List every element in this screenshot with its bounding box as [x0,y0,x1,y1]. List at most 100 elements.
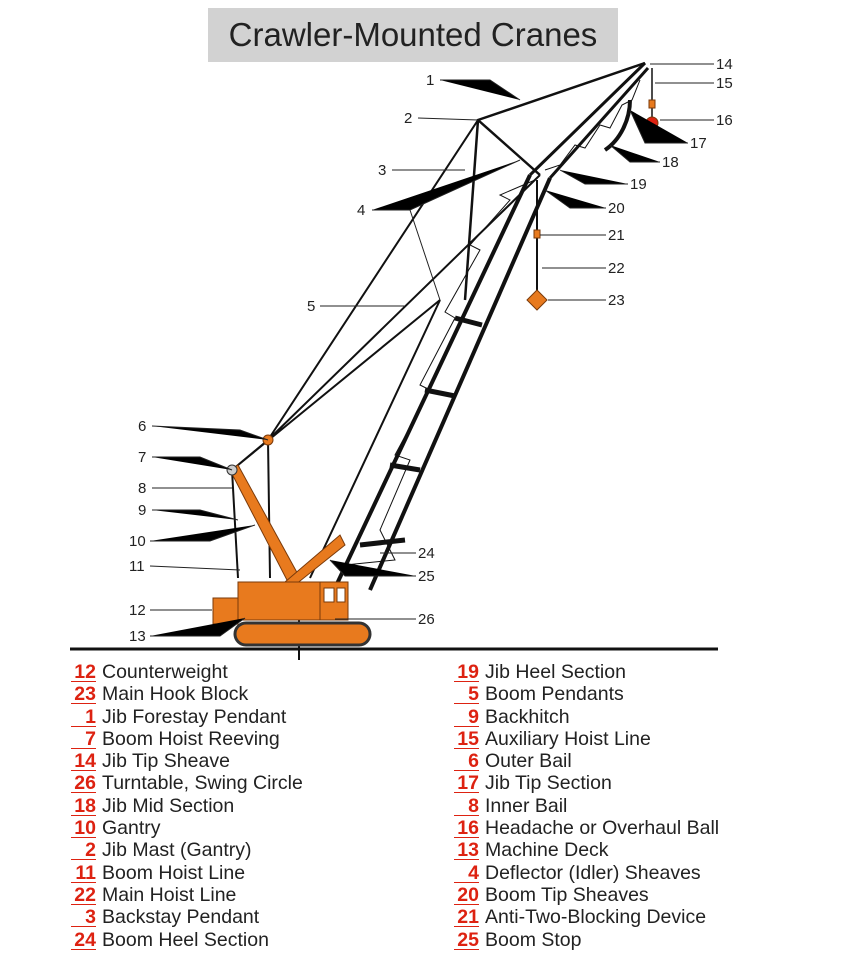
gantry [229,464,301,583]
legend-number: 21 [454,908,479,928]
legend-number: 10 [71,818,96,839]
legend-item: 16 Headache or Overhaul Ball [454,817,719,839]
legend-number: 3 [71,908,96,928]
legend-item: 19 Jib Heel Section [454,661,719,683]
legend-number: 9 [454,707,479,727]
legend-number: 26 [71,774,96,794]
legend-number: 22 [71,885,96,905]
legend-number: 17 [454,774,479,794]
legend-number: 23 [71,685,96,705]
legend-label: Jib Mid Section [102,794,235,817]
legend-item: 1 Jib Forestay Pendant [71,706,303,728]
legend-item: 8 Inner Bail [454,795,719,817]
callout-13: 13 [129,628,146,645]
callout-1: 1 [426,72,434,89]
legend-label: Inner Bail [485,794,568,817]
callout-12: 12 [129,602,146,619]
legend-item: 18 Jib Mid Section [71,795,303,817]
legend-number: 19 [454,662,479,682]
legend-item: 13 Machine Deck [454,839,719,861]
legend-label: Jib Tip Sheave [102,750,230,773]
legend-label: Jib Heel Section [485,661,626,683]
legend-label: Backstay Pendant [102,906,260,929]
crane-illustration: 1 2 3 4 5 6 7 8 9 10 11 12 13 14 15 16 1… [70,56,733,660]
callout-15: 15 [716,75,733,92]
legend-number: 2 [71,841,96,861]
legend-number: 14 [71,751,96,772]
callout-26: 26 [418,611,435,628]
legend-number: 8 [454,796,479,816]
callout-5: 5 [307,298,315,315]
legend-label: Deflector (Idler) Sheaves [485,861,701,884]
callout-10: 10 [129,533,146,550]
legend-item: 10 Gantry [71,817,303,839]
legend-number: 6 [454,751,479,772]
callout-3: 3 [378,162,386,179]
callout-6: 6 [138,418,146,435]
legend-label: Jib Mast (Gantry) [102,839,252,862]
legend-number: 25 [454,930,479,950]
legend-item: 4 Deflector (Idler) Sheaves [454,862,719,884]
legend-label: Turntable, Swing Circle [102,772,303,795]
callout-4: 4 [357,202,365,219]
legend-label: Main Hoist Line [102,883,237,906]
legend-number: 12 [71,662,96,682]
legend-item: 25 Boom Stop [454,929,719,951]
crawler-track [233,621,372,647]
callout-18: 18 [662,154,679,171]
legend-label: Boom Stop [485,928,582,951]
legend-label: Jib Forestay Pendant [102,705,287,728]
diagram-title: Crawler-Mounted Cranes [208,8,618,62]
legend-label: Boom Heel Section [102,928,269,951]
legend-item: 3 Backstay Pendant [71,906,303,928]
legend-number: 4 [454,863,479,883]
callout-7: 7 [138,449,146,466]
callout-22: 22 [608,260,625,277]
callout-14: 14 [716,56,733,73]
legend-label: Boom Tip Sheaves [485,883,649,906]
boom [333,174,552,591]
callout-23: 23 [608,292,625,309]
legend-label: Outer Bail [485,750,572,773]
legend-item: 14 Jib Tip Sheave [71,750,303,772]
callout-24: 24 [418,545,435,562]
callout-11: 11 [129,558,145,575]
callout-20: 20 [608,200,625,217]
legend-label: Machine Deck [485,839,609,862]
legend-item: 26 Turntable, Swing Circle [71,772,303,794]
legend-label: Auxiliary Hoist Line [485,727,651,750]
callout-25: 25 [418,568,435,585]
legend-number: 5 [454,685,479,705]
legend-item: 6 Outer Bail [454,750,719,772]
callout-9: 9 [138,502,146,519]
legend-label: Anti-Two-Blocking Device [485,906,707,929]
callout-21: 21 [608,227,625,244]
legend-item: 9 Backhitch [454,706,719,728]
callout-19: 19 [630,176,647,193]
legend-label: Main Hook Block [102,683,249,706]
callout-2: 2 [404,110,412,127]
legend-label: Headache or Overhaul Ball [485,817,720,840]
legend-item: 23 Main Hook Block [71,683,303,705]
legend-number: 24 [71,930,96,950]
legend-number: 18 [71,796,96,816]
callout-8: 8 [138,480,146,497]
legend-number: 13 [454,841,479,861]
legend-item: 22 Main Hoist Line [71,884,303,906]
legend-label: Backhitch [485,705,570,728]
legend-label: Gantry [102,817,161,840]
legend-label: Counterweight [102,661,228,683]
legend-number: 1 [71,707,96,727]
legend-item: 21 Anti-Two-Blocking Device [454,906,719,928]
legend-number: 16 [454,818,479,839]
callout-17: 17 [690,135,707,152]
legend-item: 24 Boom Heel Section [71,929,303,951]
legend-item: 12 Counterweight [71,661,303,683]
